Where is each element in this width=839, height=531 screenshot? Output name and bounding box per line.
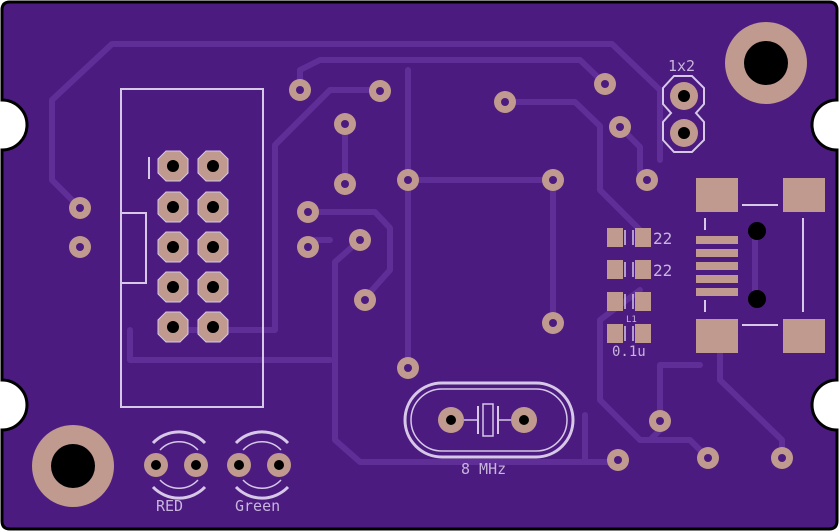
pad-icon — [670, 82, 698, 110]
resistor-a: 22 — [607, 228, 672, 248]
via-icon — [594, 73, 616, 95]
pad-icon — [607, 324, 623, 343]
isp-header — [120, 88, 264, 408]
via-icon — [771, 447, 793, 469]
via-icon — [636, 169, 658, 191]
capacitor: L1 0.1u — [607, 292, 651, 360]
via-icon — [289, 79, 311, 101]
pad-icon — [696, 275, 738, 283]
via-icon — [369, 80, 391, 102]
pad-icon — [267, 453, 291, 477]
led-green-label: Green — [235, 497, 280, 515]
led-red-label: RED — [156, 497, 183, 515]
pad-icon — [635, 260, 651, 279]
via-icon — [297, 236, 319, 258]
header-1x2: 1x2 — [662, 57, 705, 153]
resistor-a-label: 22 — [653, 229, 672, 248]
usb-peg-hole — [748, 290, 766, 308]
header-1x2-outline — [662, 75, 705, 153]
pad-icon — [227, 453, 251, 477]
pad-icon — [635, 228, 651, 247]
pad-icon — [696, 236, 738, 244]
crystal-label: 8 MHz — [461, 460, 506, 478]
mounting-holes — [32, 22, 807, 507]
via-icon — [397, 169, 419, 191]
pad-icon — [607, 228, 623, 247]
via-icon — [649, 410, 671, 432]
via-icon — [607, 449, 629, 471]
pad-icon — [511, 407, 537, 433]
pad-icon — [184, 453, 208, 477]
pad-icon — [783, 319, 825, 353]
smd-components: 22 22 L1 0.1u — [607, 228, 672, 360]
pad-icon — [696, 288, 738, 296]
pad-icon — [144, 453, 168, 477]
via-icon — [494, 91, 516, 113]
via-icon — [334, 113, 356, 135]
header-1x2-label: 1x2 — [668, 57, 695, 75]
via-icon — [397, 357, 419, 379]
via-icon — [297, 201, 319, 223]
pad-icon — [635, 324, 651, 343]
pad-icon — [696, 249, 738, 257]
capacitor-ref-label: L1 — [626, 315, 637, 325]
resistor-b-label: 22 — [653, 261, 672, 280]
isp-header-key — [120, 212, 147, 284]
pad-icon — [607, 292, 623, 311]
pad-icon — [696, 178, 738, 212]
pad-icon — [607, 260, 623, 279]
via-icon — [542, 312, 564, 334]
capacitor-value-label: 0.1u — [612, 344, 646, 360]
via-icon — [334, 173, 356, 195]
pad-icon — [635, 292, 651, 311]
via-icon — [609, 116, 631, 138]
mounting-hole-icon — [725, 22, 807, 104]
led-green: Green — [227, 430, 291, 515]
via-icon — [697, 447, 719, 469]
via-icon — [69, 236, 91, 258]
crystal-icon: 8 MHz — [403, 381, 575, 478]
pad-icon — [783, 178, 825, 212]
crystal-outline — [403, 381, 575, 459]
mounting-hole-icon — [32, 425, 114, 507]
via-icon — [542, 169, 564, 191]
pad-icon — [696, 319, 738, 353]
via-group — [69, 73, 793, 471]
via-icon — [69, 197, 91, 219]
pad-icon — [670, 119, 698, 147]
via-icon — [354, 289, 376, 311]
led-red: RED — [144, 430, 208, 515]
pad-icon — [696, 262, 738, 270]
usb-connector-icon — [696, 178, 825, 353]
resistor-b: 22 — [607, 260, 672, 280]
via-icon — [349, 229, 371, 251]
pad-icon — [438, 407, 464, 433]
usb-peg-hole — [748, 222, 766, 240]
